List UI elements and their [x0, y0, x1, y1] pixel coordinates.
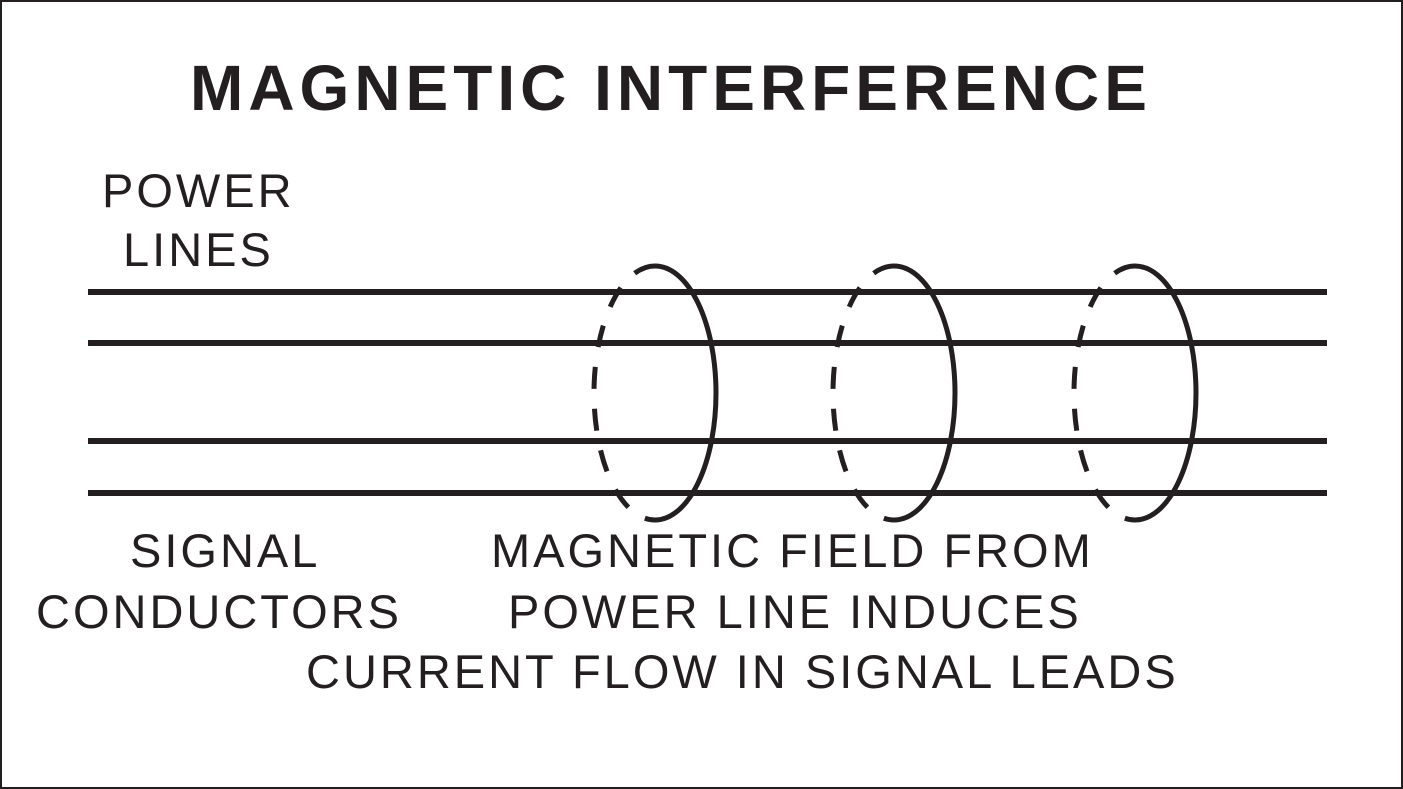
caption-line-1: MAGNETIC FIELD FROM — [491, 524, 1094, 577]
power-lines-label-line-2: LINES — [123, 223, 274, 276]
magnetic-field-loop-front — [1134, 263, 1199, 523]
magnetic-field-loop-front — [893, 263, 958, 523]
caption-line-2: POWER LINE INDUCES — [508, 585, 1082, 638]
field-loops-back — [591, 263, 1136, 523]
diagram-title: MAGNETIC INTERFERENCE — [190, 52, 1152, 124]
signal-conductors-label-line-1: SIGNAL — [130, 524, 320, 577]
magnetic-field-loop-front — [654, 263, 719, 523]
power-lines-label-line-1: POWER — [102, 164, 295, 217]
magnetic-field-loop-back — [1071, 263, 1136, 523]
magnetic-field-loop-back — [830, 263, 895, 523]
magnetic-field-loop-back — [591, 263, 656, 523]
caption-line-3: CURRENT FLOW IN SIGNAL LEADS — [306, 645, 1179, 698]
field-loops-front — [654, 263, 1199, 523]
signal-conductors-label-line-2: CONDUCTORS — [36, 585, 402, 638]
conductors — [88, 289, 1327, 496]
